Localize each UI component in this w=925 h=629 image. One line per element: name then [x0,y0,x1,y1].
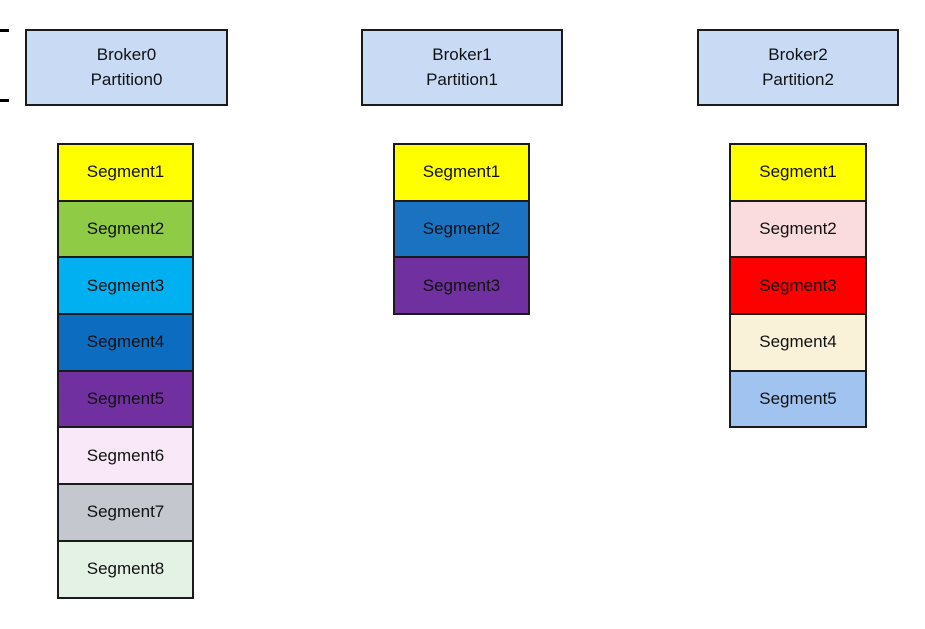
partition2-segment-stack: Segment1 Segment2 Segment3 Segment4 Segm… [729,143,867,429]
partition2-segment3: Segment3 [731,258,865,316]
partition1-segment-stack: Segment1 Segment2 Segment3 [393,143,530,316]
partition0-segment4: Segment4 [59,315,192,372]
partition0-segment6: Segment6 [59,428,192,486]
partition1-segment2: Segment2 [395,201,528,259]
broker1-label: Broker1 [432,44,492,64]
partition0-segment7: Segment7 [59,485,192,542]
partition0-segment8: Segment8 [59,541,192,597]
partition2-segment5: Segment5 [731,371,865,427]
broker1-partition1-header: Broker1 Partition1 [361,29,563,106]
partition0-segment-stack: Segment1 Segment2 Segment3 Segment4 Segm… [57,143,194,599]
partition0-segment5: Segment5 [59,371,192,429]
broker2-label: Broker2 [768,44,828,64]
partition0-segment2: Segment2 [59,201,192,259]
partition0-segment1: Segment1 [59,145,192,202]
broker2-partition2-header: Broker2 Partition2 [697,29,899,106]
partition1-segment3: Segment3 [395,258,528,314]
left-edge-dash-bottom [0,99,9,102]
partition0-segment3: Segment3 [59,258,192,316]
partition2-segment1: Segment1 [731,145,865,202]
partition2-segment2: Segment2 [731,201,865,259]
partition2-segment4: Segment4 [731,315,865,372]
broker0-partition0-header: Broker0 Partition0 [25,29,228,106]
broker0-label: Broker0 [96,44,157,64]
left-edge-dash-top [0,29,9,32]
partition2-label: Partition2 [762,69,834,89]
partition0-label: Partition0 [90,69,163,89]
partition1-label: Partition1 [426,69,498,89]
partition1-segment1: Segment1 [395,145,528,202]
